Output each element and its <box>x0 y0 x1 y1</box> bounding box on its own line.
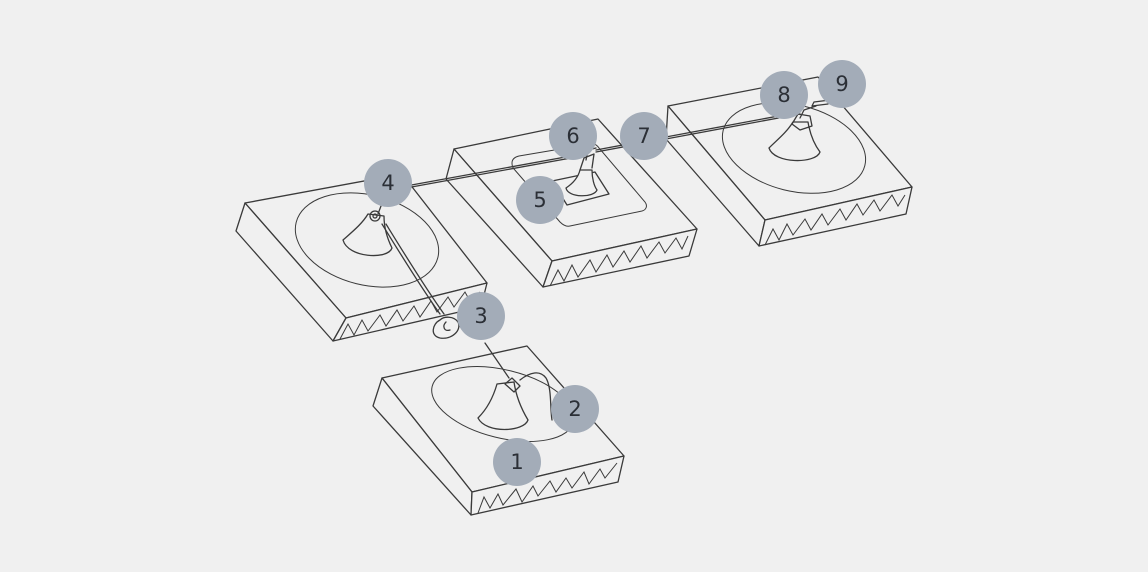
callout-4: 4 <box>364 159 412 207</box>
callout-8: 8 <box>760 71 808 119</box>
callout-2: 2 <box>551 385 599 433</box>
concrete-block-4 <box>665 76 913 247</box>
callout-3-label: 3 <box>474 304 487 328</box>
callout-6-label: 6 <box>566 124 579 148</box>
callout-5-label: 5 <box>533 188 546 212</box>
concrete-block-2 <box>235 173 488 342</box>
callout-3: 3 <box>457 292 505 340</box>
callout-9: 9 <box>818 60 866 108</box>
callout-7: 7 <box>620 112 668 160</box>
callout-1-label: 1 <box>510 450 523 474</box>
callout-6: 6 <box>549 112 597 160</box>
callout-4-label: 4 <box>381 171 394 195</box>
callout-2-label: 2 <box>568 397 581 421</box>
concrete-block-3 <box>445 118 698 288</box>
callout-9-label: 9 <box>835 72 848 96</box>
callout-5: 5 <box>516 176 564 224</box>
callout-1: 1 <box>493 438 541 486</box>
concrete-block-1 <box>372 342 625 516</box>
callout-7-label: 7 <box>637 124 650 148</box>
callout-8-label: 8 <box>777 83 790 107</box>
